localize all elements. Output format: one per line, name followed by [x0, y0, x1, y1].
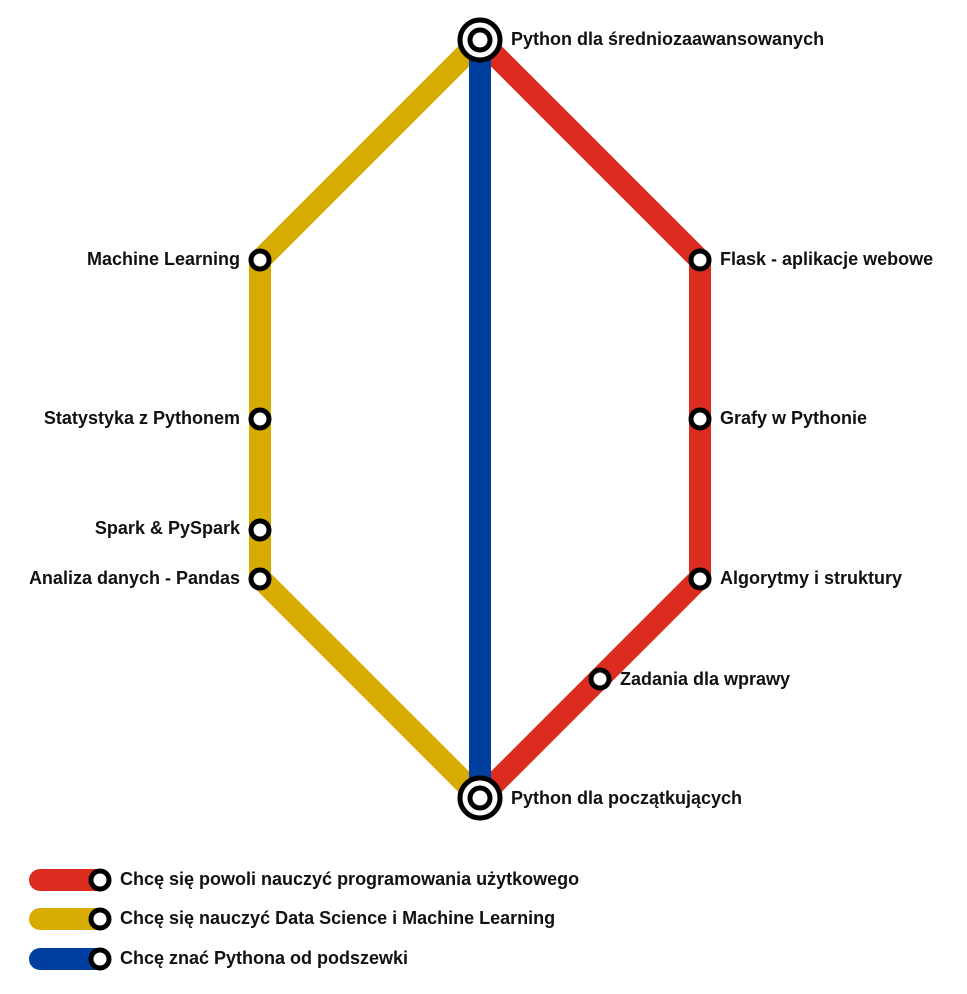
station-algorithms[interactable]: [688, 567, 712, 591]
label-algorithms: Algorytmy i struktury: [720, 568, 903, 588]
station-machine-learning[interactable]: [248, 248, 272, 272]
station-statistics[interactable]: [248, 407, 272, 431]
label-beginners: Python dla początkujących: [511, 788, 743, 808]
legend-label-red: Chcę się powoli nauczyć programowania uż…: [120, 869, 580, 889]
station-spark[interactable]: [248, 518, 272, 542]
legend-swatch-red: [29, 868, 112, 892]
legend-label-blue: Chcę znać Pythona od podszewki: [120, 948, 409, 968]
yellow-line: [249, 32, 488, 806]
label-machine-learning: Machine Learning: [86, 249, 240, 269]
label-pandas: Analiza danych - Pandas: [28, 568, 240, 588]
station-graphs[interactable]: [688, 407, 712, 431]
station-beginners[interactable]: [457, 775, 503, 821]
label-statistics: Statystyka z Pythonem: [43, 408, 240, 428]
label-graphs: Grafy w Pythonie: [720, 408, 868, 428]
label-intermediate: Python dla średniozaawansowanych: [511, 29, 825, 49]
legend-swatch-yellow: [29, 907, 112, 931]
label-exercises: Zadania dla wprawy: [620, 669, 791, 689]
station-flask[interactable]: [688, 248, 712, 272]
legend-swatch-blue: [29, 947, 112, 971]
station-exercises[interactable]: [588, 667, 612, 691]
label-spark: Spark & PySpark: [94, 518, 240, 538]
station-pandas[interactable]: [248, 567, 272, 591]
legend-label-yellow: Chcę się nauczyć Data Science i Machine …: [120, 908, 556, 928]
label-flask: Flask - aplikacje webowe: [720, 249, 934, 269]
station-intermediate[interactable]: [457, 17, 503, 63]
